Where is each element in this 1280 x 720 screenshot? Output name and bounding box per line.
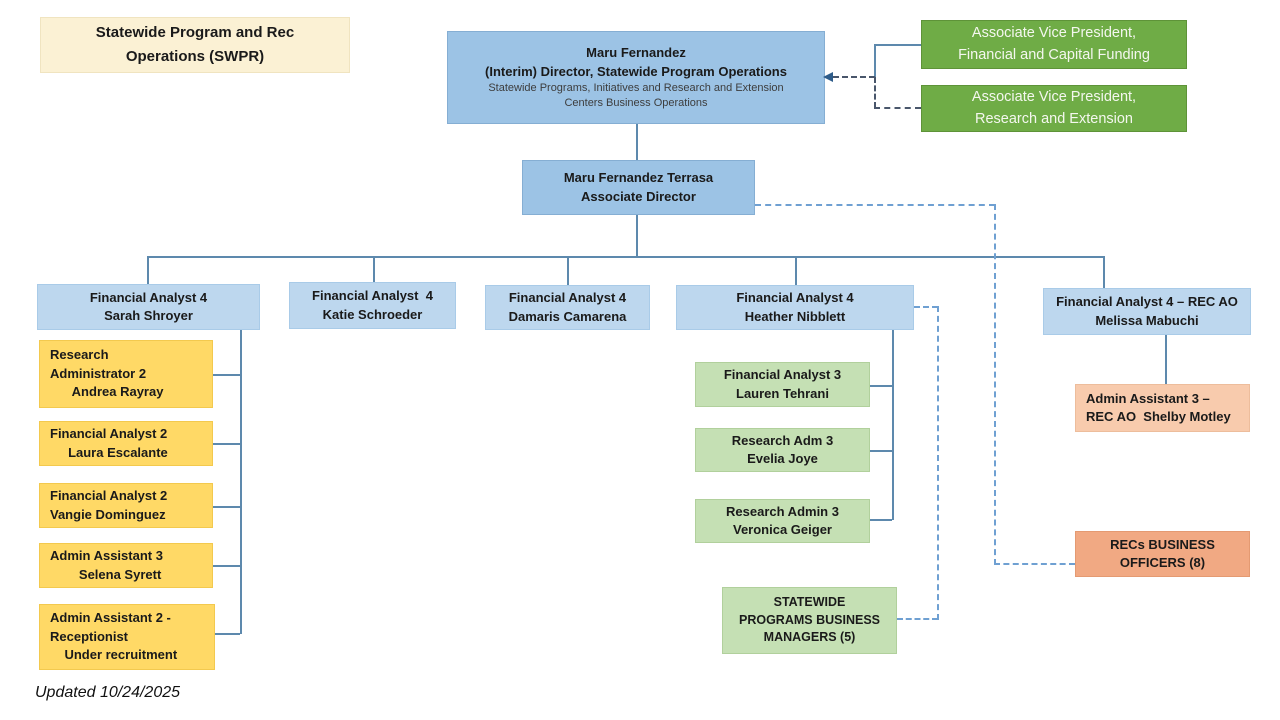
connector-dashed-to-director <box>833 76 875 78</box>
org-node-vangie-dominguez: Financial Analyst 2 Vangie Dominguez <box>39 483 213 528</box>
org-node-damaris-camarena: Financial Analyst 4 Damaris Camarena <box>485 285 650 330</box>
connector-avp-finance-v <box>874 44 876 78</box>
connector-melissa-to-shelby <box>1165 335 1167 384</box>
connector-drop-sarah <box>147 256 149 284</box>
connector-heather-team-spine <box>892 330 894 520</box>
connector-associate-to-bus <box>636 215 638 256</box>
connector-stub-receptionist <box>215 633 240 635</box>
updated-date-note: Updated 10/24/2025 <box>35 684 181 701</box>
connector-sarah-team-spine <box>240 330 242 634</box>
connector-drop-heather <box>795 256 797 285</box>
connector-stub-evelia <box>870 450 892 452</box>
connector-stub-lauren <box>870 385 892 387</box>
connector-dashed-avp-research-h <box>874 107 921 109</box>
org-node-lauren-tehrani: Financial Analyst 3 Lauren Tehrani <box>695 362 870 407</box>
org-node-shelby-motley: Admin Assistant 3 – REC AO Shelby Motley <box>1075 384 1250 432</box>
org-node-statewide-programs-business-managers: STATEWIDE PROGRAMS BUSINESS MANAGERS (5) <box>722 587 897 654</box>
connector-dashed-avp-research-v <box>874 77 876 108</box>
org-node-heather-nibblett: Financial Analyst 4 Heather Nibblett <box>676 285 914 330</box>
org-node-avp-financial-capital-funding: Associate Vice President, Financial and … <box>921 20 1187 69</box>
chart-title: Statewide Program and Rec Operations (SW… <box>40 17 350 73</box>
connector-director-to-associate <box>636 124 638 160</box>
connector-dashed-to-recs-officers <box>994 563 1075 565</box>
org-node-sarah-shroyer: Financial Analyst 4 Sarah Shroyer <box>37 284 260 330</box>
org-node-melissa-mabuchi: Financial Analyst 4 – REC AO Melissa Mab… <box>1043 288 1251 335</box>
connector-stub-laura <box>213 443 240 445</box>
connector-dashed-heather-spine <box>937 306 939 620</box>
org-node-laura-escalante: Financial Analyst 2 Laura Escalante <box>39 421 213 466</box>
org-node-veronica-geiger: Research Admin 3 Veronica Geiger <box>695 499 870 543</box>
connector-drop-melissa <box>1103 256 1105 288</box>
org-node-maru-fernandez-director: Maru Fernandez (Interim) Director, State… <box>447 31 825 124</box>
connector-drop-damaris <box>567 256 569 285</box>
connector-drop-katie <box>373 256 375 282</box>
connector-dashed-right-spine <box>994 204 996 565</box>
connector-avp-finance-h <box>874 44 921 46</box>
org-node-katie-schroeder: Financial Analyst 4 Katie Schroeder <box>289 282 456 329</box>
connector-stub-veronica <box>870 519 892 521</box>
connector-stub-vangie <box>213 506 240 508</box>
connector-stub-selena <box>213 565 240 567</box>
org-node-selena-syrett: Admin Assistant 3 Selena Syrett <box>39 543 213 588</box>
connector-dashed-heather-out <box>914 306 938 308</box>
org-node-maru-fernandez-terrasa: Maru Fernandez Terrasa Associate Directo… <box>522 160 755 215</box>
org-node-recs-business-officers: RECs BUSINESS OFFICERS (8) <box>1075 531 1250 577</box>
connector-dashed-to-statewide-managers <box>897 618 938 620</box>
arrowhead-left-icon <box>823 72 833 82</box>
connector-dashed-associate-to-right <box>755 204 995 206</box>
org-node-avp-research-extension: Associate Vice President, Research and E… <box>921 85 1187 132</box>
connector-analyst-bus <box>147 256 1104 258</box>
org-node-admin-assistant-2-receptionist: Admin Assistant 2 - Receptionist Under r… <box>39 604 215 670</box>
org-node-andrea-rayray: Research Administrator 2 Andrea Rayray <box>39 340 213 408</box>
org-node-evelia-joye: Research Adm 3 Evelia Joye <box>695 428 870 472</box>
connector-stub-andrea <box>213 374 240 376</box>
